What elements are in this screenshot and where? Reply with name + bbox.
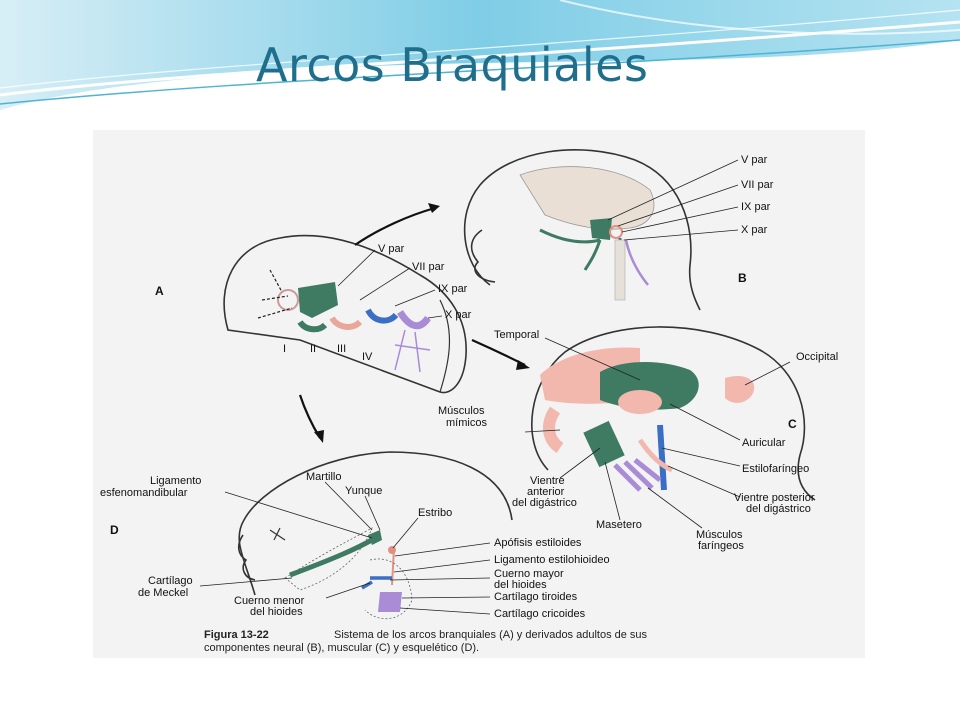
- arch-numeral: II: [310, 343, 316, 355]
- figure-caption-line: componentes neural (B), muscular (C) y e…: [204, 642, 479, 654]
- occipital-label: Occipital: [796, 351, 838, 363]
- temporal-label: Temporal: [494, 329, 539, 341]
- figure-caption-label: Figura 13-22: [204, 629, 269, 641]
- panel-b-nerve-label: X par: [741, 224, 768, 236]
- branchial-arches-diagram: V par VII par IX par X par I II III IV A…: [100, 149, 838, 654]
- arch-numeral: I: [283, 343, 286, 355]
- cart-cricoides-label: Cartílago cricoides: [494, 608, 586, 620]
- masetero-label: Masetero: [596, 519, 642, 531]
- panel-b-nerve-label: IX par: [741, 201, 771, 213]
- lig-estilohioideo-label: Ligamento estilohioideo: [494, 554, 610, 566]
- auricular-label: Auricular: [742, 437, 786, 449]
- estribo-label: Estribo: [418, 507, 452, 519]
- panel-c-letter: C: [788, 417, 797, 431]
- figure-caption-line: Sistema de los arcos branquiales (A) y d…: [334, 629, 648, 641]
- panel-a-letter: A: [155, 284, 164, 298]
- slide-title: Arcos Braquiales: [256, 38, 649, 92]
- yunque-label: Yunque: [345, 485, 382, 497]
- martillo-label: Martillo: [306, 471, 341, 483]
- panel-b-nerve-label: V par: [741, 154, 768, 166]
- arrow-to-b: [354, 206, 436, 246]
- panel-a-nerve-label: VII par: [412, 261, 445, 273]
- panel-b-letter: B: [738, 271, 747, 285]
- panel-d-letter: D: [110, 523, 119, 537]
- header-banner: [0, 0, 960, 110]
- estilofaringeo-label: Estilofaríngeo: [742, 463, 809, 475]
- apofisis-label: Apófisis estiloides: [494, 537, 582, 549]
- panel-a-embryo: V par VII par IX par X par I II III IV A: [155, 234, 472, 394]
- cart-tiroides-label: Cartílago tiroides: [494, 591, 578, 603]
- figure-panel: V par VII par IX par X par I II III IV A…: [93, 130, 865, 658]
- panel-a-nerve-label: V par: [378, 243, 405, 255]
- panel-a-nerve-label: X par: [445, 309, 472, 321]
- panel-a-nerve-label: IX par: [438, 283, 468, 295]
- arrow-to-c: [471, 338, 526, 366]
- panel-b-nerve-label: VII par: [741, 179, 774, 191]
- arch-numeral: III: [337, 343, 346, 355]
- panel-b-nerves: V par VII par IX par X par B: [463, 149, 774, 311]
- arch-numeral: IV: [362, 351, 373, 363]
